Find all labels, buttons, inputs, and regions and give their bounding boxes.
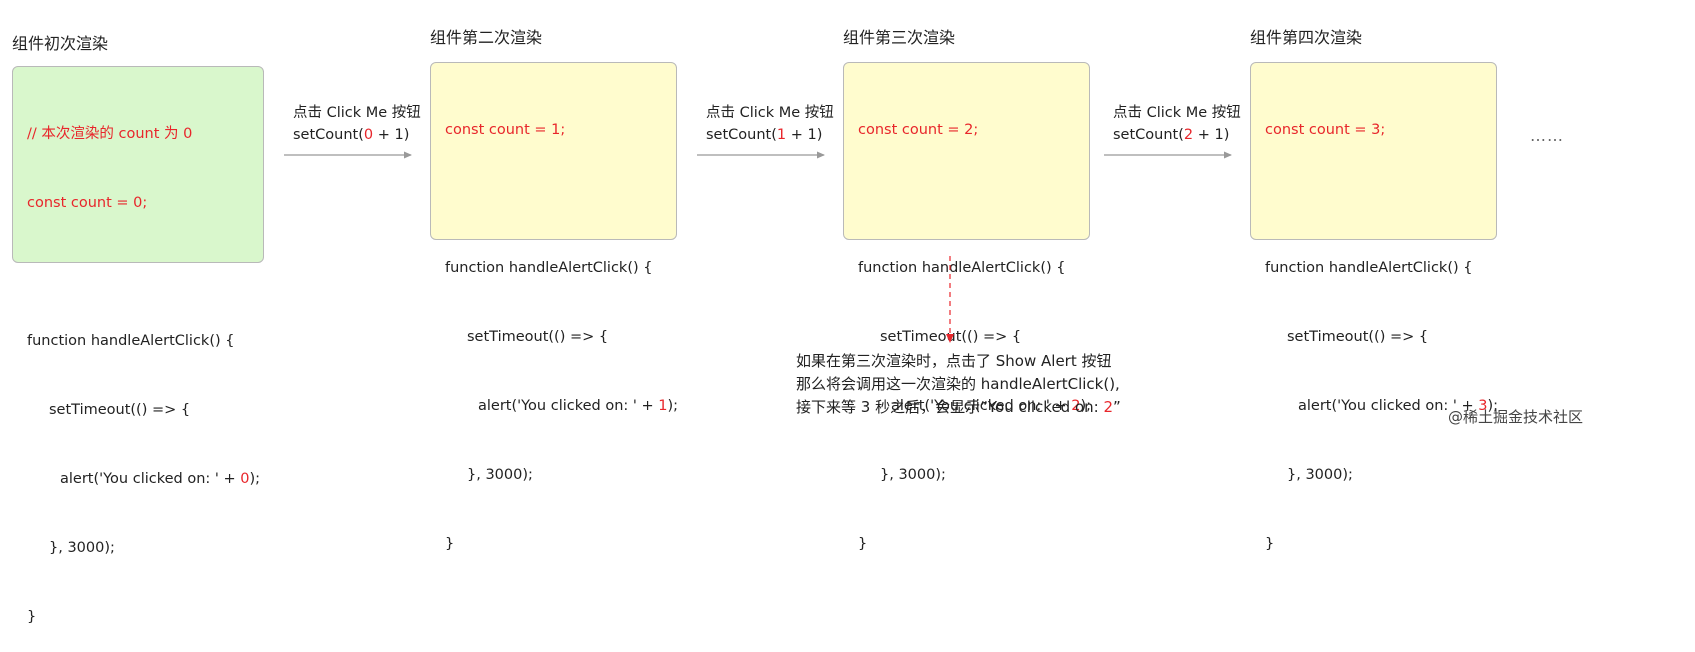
code-close-func: } bbox=[445, 536, 455, 552]
code-box-stage-2: const count = 1; function handleAlertCli… bbox=[430, 62, 678, 552]
code-const-line: const count = 3; bbox=[1265, 122, 1386, 138]
code-timeout-line: setTimeout(() => { bbox=[880, 329, 1022, 345]
code-timeout-line: setTimeout(() => { bbox=[49, 402, 191, 418]
code-timeout-line: setTimeout(() => { bbox=[1287, 329, 1429, 345]
code-box-stage-4: const count = 3; function handleAlertCli… bbox=[1250, 62, 1498, 552]
caption-line-3: 接下来等 3 秒之后，会显示“You clicked on: 2” bbox=[796, 398, 1121, 416]
stage-title-4: 组件第四次渲染 bbox=[1250, 28, 1363, 47]
code-close-timeout: }, 3000); bbox=[467, 467, 533, 483]
code-alert-line: alert('You clicked on: ' + 1); bbox=[478, 398, 679, 414]
code-close-timeout: }, 3000); bbox=[880, 467, 946, 483]
code-const-line: const count = 0; bbox=[27, 195, 148, 211]
code-func-line: function handleAlertClick() { bbox=[27, 333, 235, 349]
code-const-line: const count = 1; bbox=[445, 122, 566, 138]
transition-value: 0 bbox=[363, 127, 374, 143]
transition-code: setCount(0 + 1) bbox=[293, 127, 410, 143]
alert-value: 2 bbox=[1071, 398, 1081, 414]
transition-note-1: 点击 Click Me 按钮 setCount(0 + 1) bbox=[293, 102, 421, 146]
transition-code: setCount(2 + 1) bbox=[1113, 127, 1230, 143]
code-box-stage-3: const count = 2; function handleAlertCli… bbox=[843, 62, 1091, 552]
transition-note-3: 点击 Click Me 按钮 setCount(2 + 1) bbox=[1113, 102, 1241, 146]
code-close-func: } bbox=[27, 609, 37, 625]
alert-value: 0 bbox=[240, 471, 250, 487]
stage-title-3: 组件第三次渲染 bbox=[843, 28, 956, 47]
ellipsis: …… bbox=[1530, 126, 1564, 145]
stage-title-1: 组件初次渲染 bbox=[12, 34, 109, 53]
code-close-func: } bbox=[858, 536, 868, 552]
code-timeout-line: setTimeout(() => { bbox=[467, 329, 609, 345]
transition-note-2: 点击 Click Me 按钮 setCount(1 + 1) bbox=[706, 102, 834, 146]
transition-label: 点击 Click Me 按钮 bbox=[293, 105, 421, 121]
stage-title-2: 组件第二次渲染 bbox=[430, 28, 543, 47]
arrows-layer bbox=[284, 151, 1232, 343]
arrow-down-red-head bbox=[946, 334, 954, 343]
code-func-line: function handleAlertClick() { bbox=[858, 260, 1066, 276]
code-func-line: function handleAlertClick() { bbox=[1265, 260, 1473, 276]
caption-line-2: 那么将会调用这一次渲染的 handleAlertClick(), bbox=[796, 375, 1120, 393]
transition-value: 2 bbox=[1183, 127, 1194, 143]
code-alert-line: alert('You clicked on: ' + 2); bbox=[891, 398, 1092, 414]
code-close-timeout: }, 3000); bbox=[49, 540, 115, 556]
code-close-timeout: }, 3000); bbox=[1287, 467, 1353, 483]
caption: 如果在第三次渲染时，点击了 Show Alert 按钮 那么将会调用这一次渲染的… bbox=[796, 350, 1121, 419]
transition-code: setCount(1 + 1) bbox=[706, 127, 823, 143]
caption-value: 2 bbox=[1103, 398, 1114, 416]
alert-value: 1 bbox=[658, 398, 668, 414]
alert-value: 3 bbox=[1478, 398, 1488, 414]
code-func-line: function handleAlertClick() { bbox=[445, 260, 653, 276]
caption-line-1: 如果在第三次渲染时，点击了 Show Alert 按钮 bbox=[796, 352, 1112, 370]
transition-value: 1 bbox=[776, 127, 787, 143]
code-alert-line: alert('You clicked on: ' + 3); bbox=[1298, 398, 1499, 414]
transition-label: 点击 Click Me 按钮 bbox=[706, 105, 834, 121]
transition-label: 点击 Click Me 按钮 bbox=[1113, 105, 1241, 121]
watermark: @稀土掘金技术社区 bbox=[1448, 408, 1584, 426]
code-comment: // 本次渲染的 count 为 0 bbox=[27, 126, 193, 142]
code-const-line: const count = 2; bbox=[858, 122, 979, 138]
code-alert-line: alert('You clicked on: ' + 0); bbox=[60, 471, 261, 487]
code-close-func: } bbox=[1265, 536, 1275, 552]
